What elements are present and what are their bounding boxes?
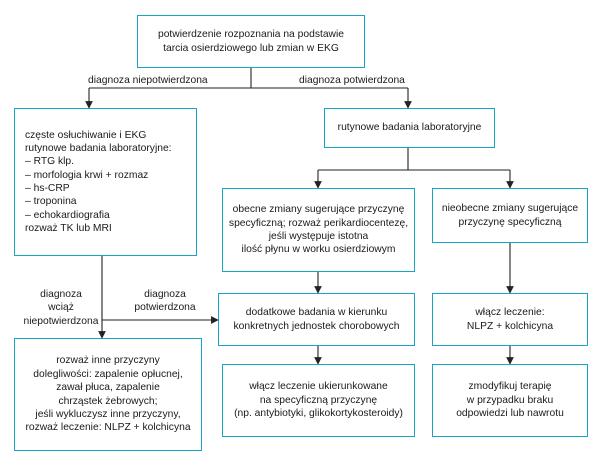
node-text: dodatkowe badania w kierunku [245, 307, 388, 319]
node-text: – echokardiografia [25, 209, 110, 221]
node-text: zawał płuca, zapalenie [56, 382, 160, 394]
node-confirmation: potwierdzenie rozpoznania na podstawie t… [137, 15, 365, 68]
node-specific-cause-absent: nieobecne zmiany sugerujące przyczynę sp… [432, 188, 588, 243]
edge-label-confirmed-2: diagnoza potwierdzona [134, 289, 196, 314]
node-text: NLPZ + kolchicyna [466, 320, 554, 332]
node-text: rozważ inne przyczyny [56, 355, 160, 367]
node-text: włącz leczenie ukierunkowane [249, 381, 388, 393]
node-text: obecne zmiany sugerujące przyczynę [232, 204, 405, 216]
node-text: rutynowe badania laboratoryjne [337, 122, 482, 134]
node-text: ilość płynu w worku osierdziowym [241, 244, 396, 256]
node-targeted-treatment: włącz leczenie ukierunkowane na specyfic… [222, 364, 415, 437]
node-text: chrząstek żebrowych; [58, 395, 158, 407]
node-text: potwierdzenie rozpoznania na podstawie [157, 29, 345, 41]
node-other-causes: rozważ inne przyczyny dolegliwości: zapa… [14, 338, 202, 451]
node-text: przyczynę specyficzną [458, 216, 562, 228]
edge-label-still-not-confirmed: diagnoza wciąż niepotwierdzona [23, 289, 99, 327]
node-text: rozważ TK lub MRI [25, 223, 112, 235]
node-text: na specyficzną przyczynę [259, 394, 378, 406]
node-text: zmodyfikuj terapię [468, 381, 552, 393]
node-start-treatment: włącz leczenie: NLPZ + kolchicyna [432, 293, 588, 346]
node-text: (np. antybiotyki, glikokortykosteroidy) [234, 408, 403, 420]
node-routine-labs: rutynowe badania laboratoryjne [324, 108, 495, 148]
node-text: jeśli wykluczysz inne przyczyny, [35, 408, 181, 420]
node-text: nieobecne zmiany sugerujące [441, 203, 579, 215]
node-text: tarcia osierdziowego lub zmian w EKG [163, 42, 339, 54]
node-text: odpowiedzi lub nawrotu [456, 408, 564, 420]
node-modify-therapy: zmodyfikuj terapię w przypadku braku odp… [432, 364, 588, 437]
node-text: częste osłuchiwanie i EKG [25, 129, 147, 141]
node-text: konkretnych jednostek chorobowych [233, 320, 400, 332]
node-text: rutynowe badania laboratoryjne: [25, 142, 172, 154]
node-text: specyficzną; rozważ perikardiocentezę, [228, 217, 409, 229]
node-text: – hs-CRP [25, 183, 70, 194]
node-text: jeśli występuje istotna [268, 231, 369, 242]
node-text: w przypadku braku [466, 394, 554, 406]
node-text: – morfologia krwi + rozmaz [25, 169, 149, 181]
node-specific-cause-present: obecne zmiany sugerujące przyczynę specy… [222, 188, 415, 272]
node-text: rozważ leczenie: NLPZ + kolchicyna [25, 422, 191, 434]
node-observation-tests: częste osłuchiwanie i EKG rutynowe badan… [14, 108, 197, 256]
node-text: – troponina [25, 196, 77, 208]
node-text: włącz leczenie: [475, 307, 545, 319]
edge-label-not-confirmed: diagnoza niepotwierdzona [88, 75, 208, 86]
node-text: dolegliwości: zapalenie opłucnej, [33, 368, 183, 380]
node-additional-tests: dodatkowe badania w kierunku konkretnych… [218, 293, 415, 346]
node-text: – RTG klp. [25, 156, 75, 168]
edge-label-confirmed: diagnoza potwierdzona [299, 75, 405, 86]
